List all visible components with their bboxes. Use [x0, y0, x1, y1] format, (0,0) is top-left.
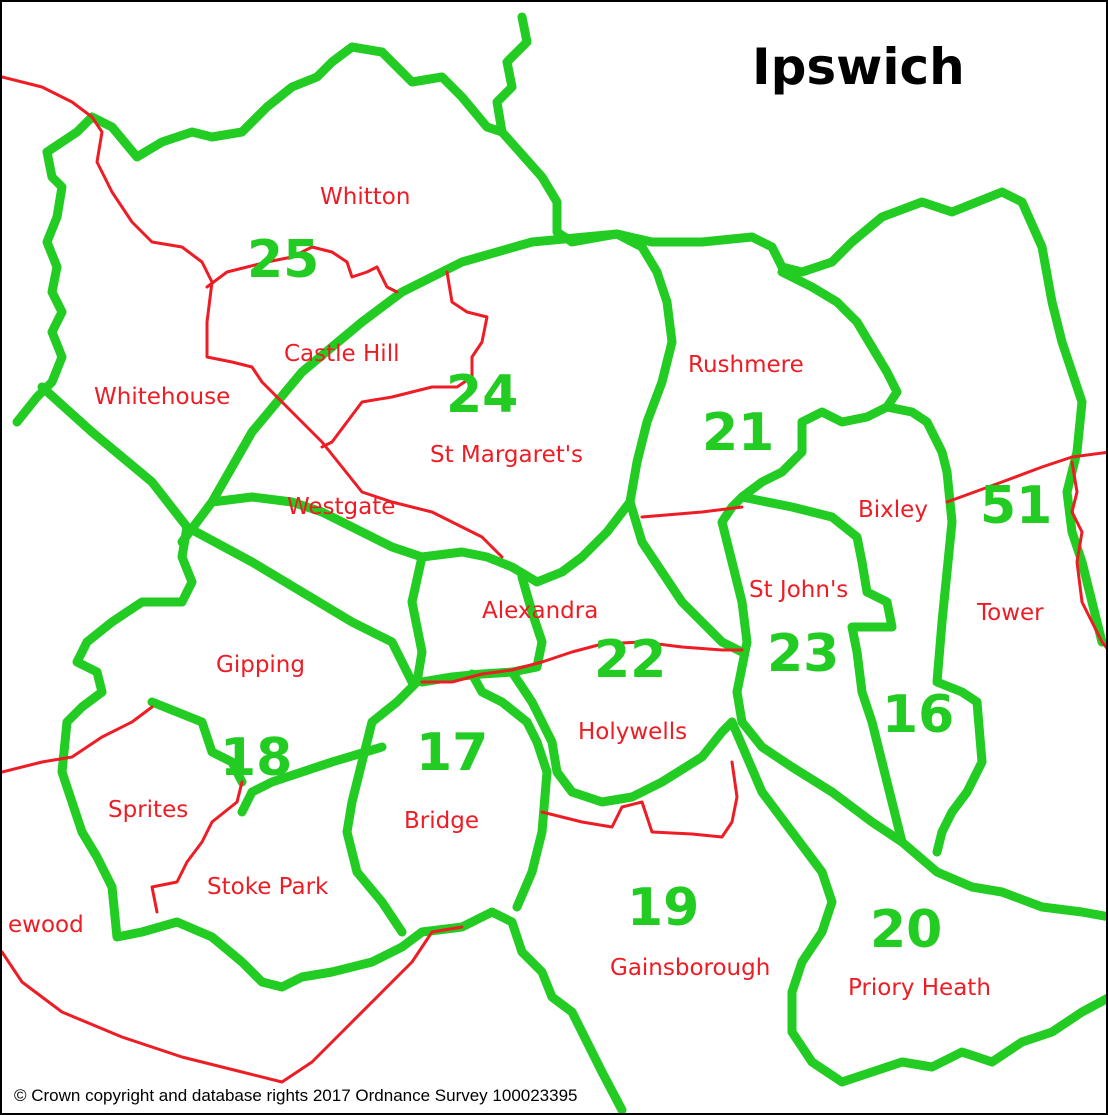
division-number-24: 24 — [446, 365, 519, 425]
division-number-16: 16 — [882, 685, 955, 745]
ward-label-tower: Tower — [977, 600, 1044, 626]
ward-label-sherwood-partial: ewood — [8, 912, 84, 938]
ward-label-stoke-park: Stoke Park — [207, 874, 329, 900]
division-number-25: 25 — [247, 230, 320, 290]
ward-label-priory-heath: Priory Heath — [848, 975, 991, 1001]
ward-label-rushmere: Rushmere — [688, 352, 804, 378]
ward-label-alexandra: Alexandra — [482, 598, 599, 624]
copyright-notice: © Crown copyright and database rights 20… — [14, 1086, 578, 1105]
division-number-17: 17 — [416, 723, 489, 783]
ward-label-holywells: Holywells — [578, 719, 688, 745]
division-number-21: 21 — [702, 403, 775, 463]
ward-label-st-johns: St John's — [749, 577, 849, 603]
ward-label-st-margarets: St Margaret's — [430, 442, 584, 468]
division-number-20: 20 — [870, 900, 943, 960]
ward-label-gainsborough: Gainsborough — [610, 955, 771, 981]
ward-label-westgate: Westgate — [287, 494, 396, 520]
division-number-22: 22 — [594, 630, 667, 690]
division-boundaries — [12, 12, 1106, 1113]
ward-label-whitton: Whitton — [320, 184, 411, 210]
ward-label-bixley: Bixley — [858, 497, 928, 523]
ward-label-gipping: Gipping — [216, 652, 305, 678]
division-number-19: 19 — [627, 878, 700, 938]
division-number-18: 18 — [220, 728, 293, 788]
ward-label-bridge: Bridge — [404, 808, 479, 834]
ward-label-sprites: Sprites — [108, 797, 189, 823]
division-number-51: 51 — [980, 476, 1053, 536]
ward-boundaries — [2, 75, 1106, 1084]
division-number-23: 23 — [767, 624, 840, 684]
ward-label-castle-hill: Castle Hill — [284, 341, 400, 367]
map-title: Ipswich — [752, 38, 965, 96]
ward-label-whitehouse: Whitehouse — [94, 384, 231, 410]
